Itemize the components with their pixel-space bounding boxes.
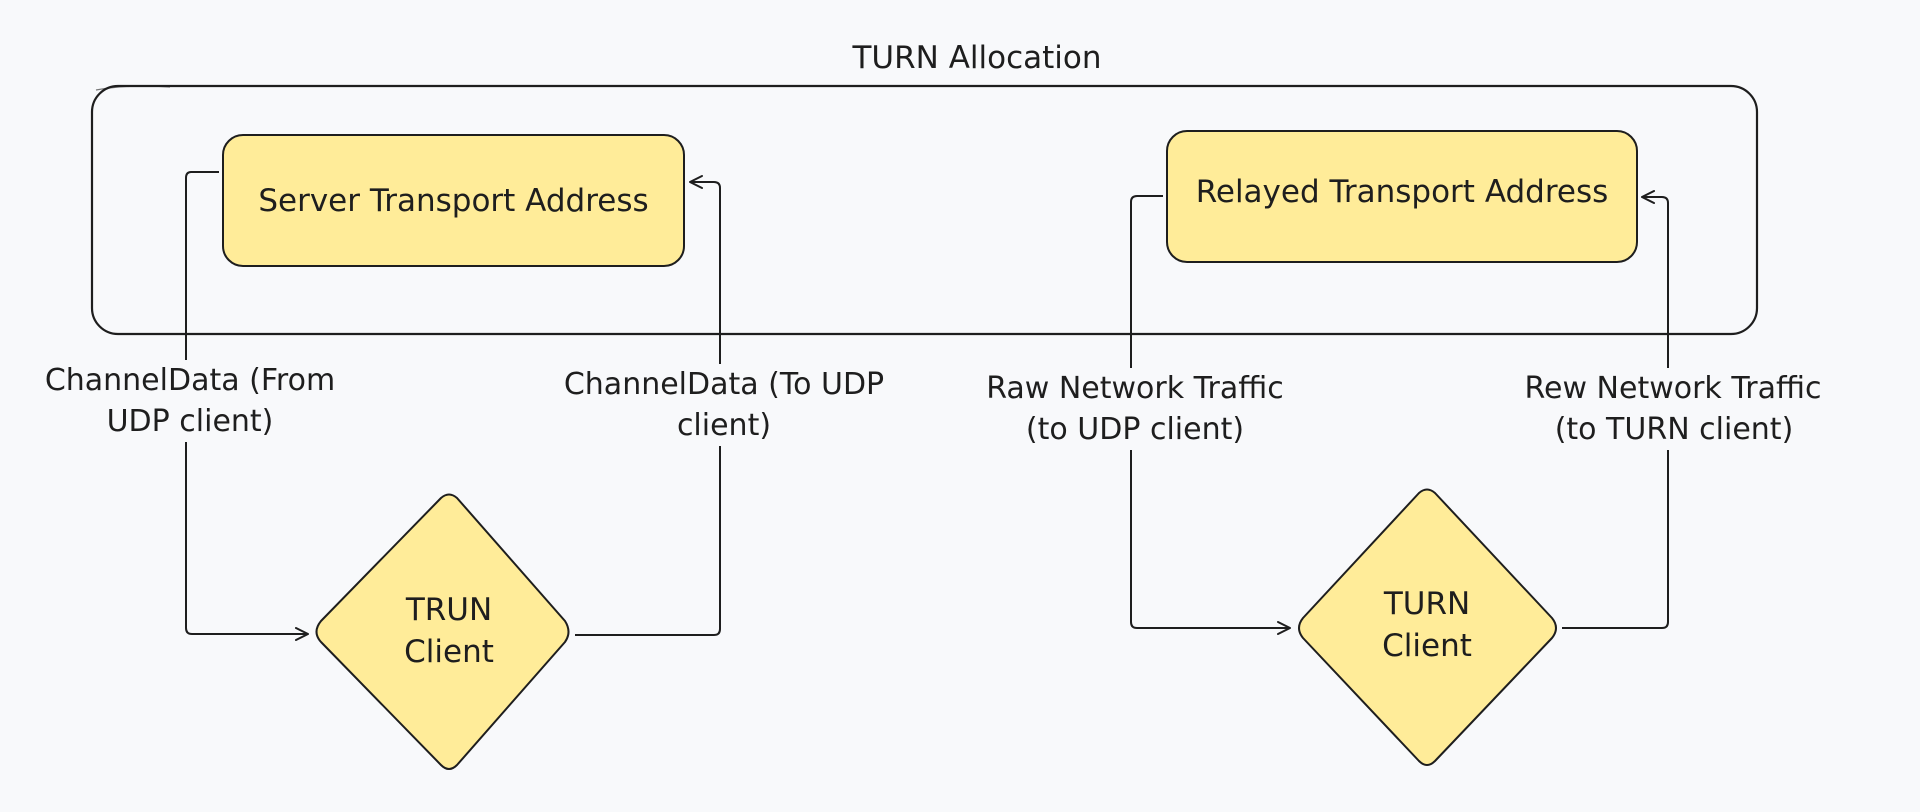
turn-client-node[interactable] <box>1298 488 1557 766</box>
edge-label-raw-traffic-line2: (to UDP client) <box>1000 409 1270 450</box>
turn-allocation-title: TURN Allocation <box>838 38 1116 79</box>
edge-label-channeldata-from-line1: ChannelData (From <box>28 360 352 401</box>
turn-client-label-line1: TURN <box>1383 586 1471 622</box>
trun-client-label-line2: Client <box>404 634 494 670</box>
edge-label-rew-traffic-line1: Rew Network Traffic <box>1498 368 1848 409</box>
trun-client-node[interactable] <box>315 493 570 770</box>
edge-label-channeldata-to-line2: client) <box>664 405 784 446</box>
edge-label-channeldata-to-line1: ChannelData (To UDP <box>538 364 910 405</box>
edge-label-channeldata-from-line2: UDP client) <box>96 401 284 442</box>
trun-client-label-line1: TRUN <box>405 592 493 628</box>
edge-label-rew-traffic-line2: (to TURN client) <box>1530 409 1818 450</box>
turn-client-label-line2: Client <box>1382 628 1472 664</box>
relayed-transport-address-label: Relayed Transport Address <box>1195 174 1609 210</box>
turn-allocation-container[interactable] <box>90 84 1759 336</box>
relayed-transport-address-node[interactable] <box>1166 130 1638 263</box>
edge-label-raw-traffic-line1: Raw Network Traffic <box>960 368 1310 409</box>
server-transport-address-node[interactable] <box>222 134 685 267</box>
server-transport-address-label: Server Transport Address <box>258 183 649 219</box>
